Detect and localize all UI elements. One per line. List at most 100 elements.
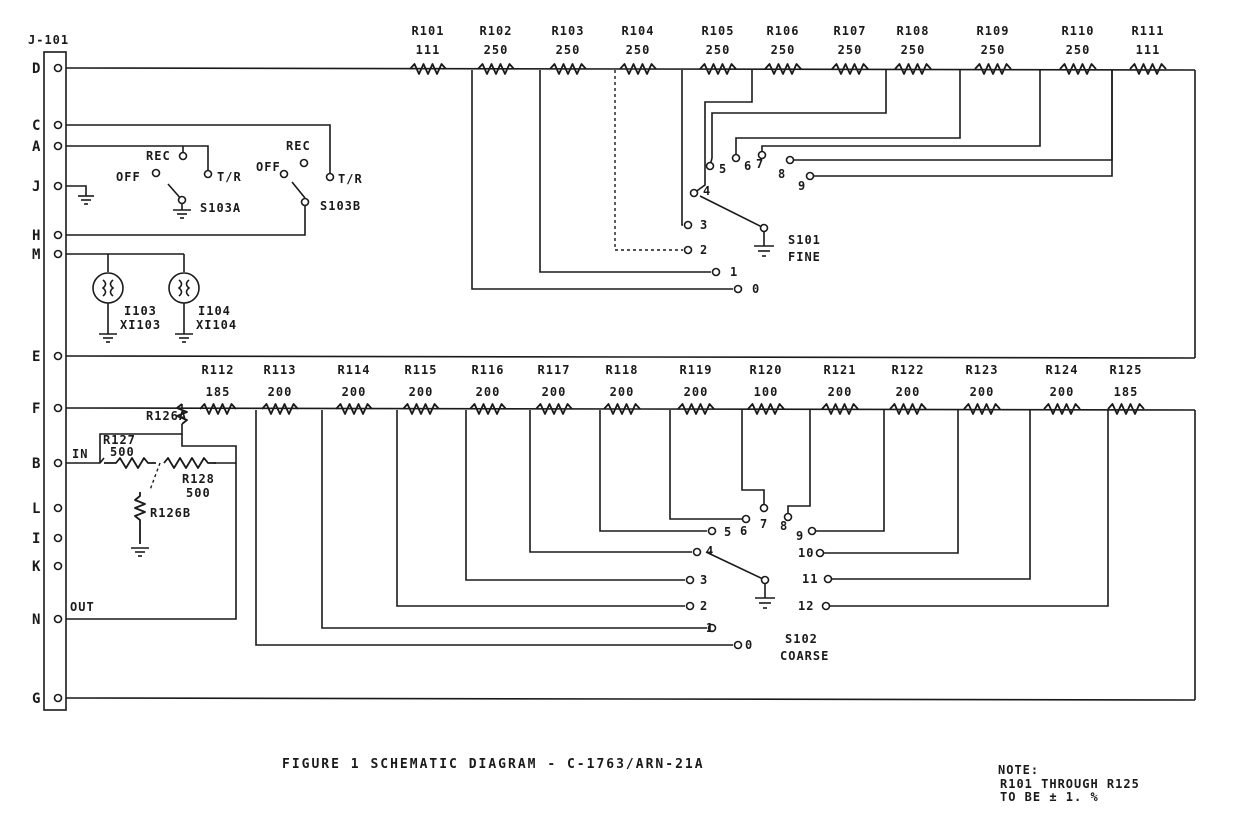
lamp-i103-socket: XI103 xyxy=(120,318,161,332)
s103b-off-label: OFF xyxy=(256,160,281,174)
connector-pin-label-i: I xyxy=(32,531,42,547)
fine-resistor-r109 xyxy=(974,63,1012,75)
connector-pin-label-m: M xyxy=(32,247,42,263)
coarse-resistor-name: R113 xyxy=(264,363,297,377)
fine-resistor-value: 250 xyxy=(706,43,731,57)
fine-resistor-r110 xyxy=(1059,63,1097,75)
fine-switch-tap-wire xyxy=(693,70,753,194)
coarse-switch-position-label: 10 xyxy=(798,546,814,560)
coarse-switch-tap-wire xyxy=(321,410,707,629)
r127-resistor xyxy=(104,457,156,469)
coarse-switch-pivot xyxy=(760,575,770,585)
coarse-resistor-name: R115 xyxy=(405,363,438,377)
coarse-resistor-r114 xyxy=(335,403,373,415)
coarse-resistor-name: R120 xyxy=(750,363,783,377)
coarse-resistor-name: R119 xyxy=(680,363,713,377)
connector-pin-j xyxy=(53,181,63,191)
coarse-resistor-r124 xyxy=(1043,403,1081,415)
fine-resistor-r106 xyxy=(764,63,802,75)
coarse-switch-position-label: 7 xyxy=(760,517,768,531)
fine-resistor-name: R107 xyxy=(834,24,867,38)
fine-switch-tap-wire xyxy=(810,70,1113,177)
attenuator-ground-icon xyxy=(131,547,149,557)
lamp-i104-socket: XI104 xyxy=(196,318,237,332)
s103a-rec-contact xyxy=(178,151,188,161)
coarse-resistor-value: 100 xyxy=(754,385,779,399)
note-line-1: R101 THROUGH R125 xyxy=(1000,777,1140,791)
coarse-string-bus xyxy=(65,407,1196,411)
fine-switch-contact xyxy=(689,188,699,198)
connector-pin-label-n: N xyxy=(32,612,42,628)
coarse-switch-contact xyxy=(783,512,793,522)
s103a-ground-icon xyxy=(173,209,191,219)
connector-pin-label-d: D xyxy=(32,61,42,77)
coarse-resistor-value: 200 xyxy=(542,385,567,399)
fine-switch-position-label: 6 xyxy=(744,159,752,173)
connector-pin-label-j: J xyxy=(32,179,42,195)
s103b-off-contact xyxy=(279,169,289,179)
attenuator-network: IN R126A R127 500 R128 500 R126B OUT xyxy=(66,403,237,620)
coarse-switch-tap-wire xyxy=(465,410,685,581)
coarse-resistor-value: 200 xyxy=(342,385,367,399)
fine-resistor-value: 111 xyxy=(1136,43,1161,57)
coarse-switch-contact xyxy=(685,601,695,611)
fine-resistor-r105 xyxy=(699,63,737,75)
coarse-resistor-value: 200 xyxy=(970,385,995,399)
fine-resistor-value: 250 xyxy=(484,43,509,57)
attenuator-in-label: IN xyxy=(72,447,88,461)
coarse-switch-contact xyxy=(692,547,702,557)
fine-resistor-value: 250 xyxy=(1066,43,1091,57)
connector-pin-d xyxy=(53,63,63,73)
coarse-resistor-value: 200 xyxy=(268,385,293,399)
fine-switch-contact xyxy=(705,161,715,171)
coarse-switch-contact xyxy=(759,503,769,513)
connector-pin-n xyxy=(53,614,63,624)
fine-switch-tap-wire xyxy=(614,70,683,251)
fine-resistor-string: R101111R102250R103250R104250R105250R1062… xyxy=(409,24,1167,75)
fine-resistor-r107 xyxy=(831,63,869,75)
fine-switch-pivot xyxy=(759,223,769,233)
fine-switch-ground-icon xyxy=(754,245,774,257)
coarse-switch-ground-icon xyxy=(755,597,775,609)
coarse-switch-tap-wire xyxy=(741,410,765,508)
fine-switch-tap-wire xyxy=(709,70,887,167)
fine-resistor-name: R104 xyxy=(622,24,655,38)
fine-switch-contact xyxy=(731,153,741,163)
lamp-i103-name: I103 xyxy=(124,304,157,318)
connector-pin-m xyxy=(53,249,63,259)
s103a-off-label: OFF xyxy=(116,170,141,184)
coarse-resistor-value: 200 xyxy=(1050,385,1075,399)
connector-pin-i xyxy=(53,533,63,543)
s103b-pivot xyxy=(300,197,310,207)
coarse-resistor-r113 xyxy=(261,403,299,415)
coarse-switch-position-label: 2 xyxy=(700,599,708,613)
connector-pin-e xyxy=(53,351,63,361)
coarse-resistor-name: R112 xyxy=(202,363,235,377)
coarse-switch-position-label: 0 xyxy=(745,638,753,652)
coarse-switch-position-label: 12 xyxy=(798,599,814,613)
g-line xyxy=(65,697,1196,701)
coarse-resistor-name: R117 xyxy=(538,363,571,377)
fine-resistor-name: R101 xyxy=(412,24,445,38)
connector-pin-label-h: H xyxy=(32,228,42,244)
coarse-switch-position-label: 6 xyxy=(740,524,748,538)
connector-pin-b xyxy=(53,458,63,468)
s103b-arm xyxy=(291,181,306,199)
coarse-resistor-name: R122 xyxy=(892,363,925,377)
lamp-i104-name: I104 xyxy=(198,304,231,318)
coarse-switch-tap-wire xyxy=(826,410,1109,607)
fine-resistor-name: R108 xyxy=(897,24,930,38)
s103a-name: S103A xyxy=(200,201,241,215)
coarse-resistor-name: R124 xyxy=(1046,363,1079,377)
fine-resistor-value: 250 xyxy=(838,43,863,57)
coarse-switch-position-label: 4 xyxy=(706,544,714,558)
fine-switch-contact xyxy=(805,171,815,181)
lamps: I103 XI103 I104 XI104 xyxy=(66,253,237,343)
connector-block xyxy=(43,51,67,711)
mode-switches: T/R REC T/R OFF S103A REC OFF S103B xyxy=(66,124,362,236)
fine-resistor-name: R111 xyxy=(1132,24,1165,38)
note-line-2: TO BE ± 1. % xyxy=(1000,790,1099,804)
coarse-switch-position-label: 9 xyxy=(796,529,804,543)
